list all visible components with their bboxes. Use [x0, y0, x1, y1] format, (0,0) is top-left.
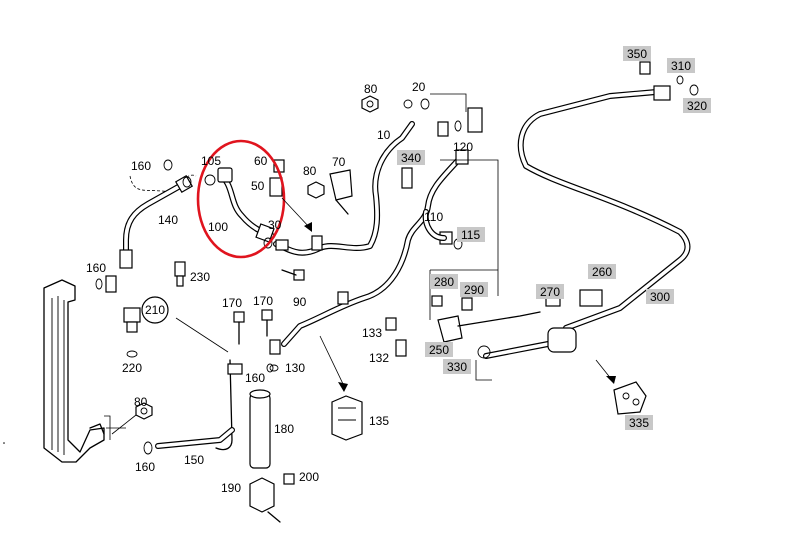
label-170-right: 170 [253, 294, 273, 308]
tag-115: 115 [461, 228, 480, 242]
label-160-top: 160 [131, 159, 151, 173]
label-160-left: 160 [86, 261, 106, 275]
label-120: 120 [453, 140, 473, 154]
part-140-hose [119, 159, 197, 269]
label-190: 190 [221, 481, 241, 495]
label-200: 200 [299, 470, 319, 484]
tag-310: 310 [671, 59, 691, 73]
tag-300: 300 [650, 290, 670, 304]
label-133: 133 [362, 326, 382, 340]
label-80-top: 80 [364, 82, 378, 96]
part-160-washer-lower [143, 441, 153, 455]
label-160-mid: 160 [245, 371, 265, 385]
tag-290: 290 [464, 283, 484, 297]
label-80-mid: 80 [303, 164, 317, 178]
label-50: 50 [251, 179, 265, 193]
tag-340: 340 [401, 151, 421, 165]
label-150: 150 [184, 453, 204, 467]
part-100-hose-highlighted [196, 139, 286, 259]
label-140: 140 [158, 213, 178, 227]
tag-280: 280 [434, 275, 454, 289]
label-210: 210 [145, 303, 165, 317]
tag-335: 335 [629, 416, 649, 430]
tag-330: 330 [447, 360, 467, 374]
label-220: 220 [122, 361, 142, 375]
label-20: 20 [412, 80, 426, 94]
part-80-nut-lower [111, 402, 153, 435]
stray-dot [3, 442, 5, 444]
part-180-receiver-drier [155, 309, 295, 523]
part-tags: 350 310 320 340 115 260 280 290 270 300 … [397, 46, 711, 430]
condenser [43, 279, 105, 463]
label-170-left: 170 [222, 296, 242, 310]
tag-270: 270 [540, 285, 560, 299]
label-10: 10 [377, 128, 391, 142]
label-100: 100 [208, 220, 228, 234]
label-105: 105 [201, 154, 221, 168]
label-160-low: 160 [135, 460, 155, 474]
label-30: 30 [268, 218, 282, 232]
label-132: 132 [369, 351, 389, 365]
part-160-washer-left [95, 275, 117, 293]
part-110-line [269, 149, 499, 357]
label-70: 70 [332, 155, 346, 169]
label-80-low: 80 [134, 395, 148, 409]
part-labels: 10 20 30 50 60 70 80 80 80 90 100 105 11… [86, 80, 473, 495]
tag-320: 320 [687, 99, 707, 113]
part-10-hose-main [273, 121, 415, 281]
part-135-bracket [319, 335, 363, 441]
leader-lines [104, 197, 312, 440]
part-300-line [429, 61, 699, 415]
tag-350: 350 [627, 47, 647, 61]
label-130: 130 [285, 361, 305, 375]
label-230: 230 [190, 270, 210, 284]
tag-260: 260 [592, 265, 612, 279]
tag-250: 250 [429, 343, 449, 357]
label-180: 180 [274, 422, 294, 436]
part-230-sensor [174, 261, 186, 287]
label-135: 135 [369, 414, 389, 428]
highlight-ellipse [196, 139, 286, 259]
label-110: 110 [424, 210, 443, 224]
label-90: 90 [293, 295, 307, 309]
label-60: 60 [254, 154, 268, 168]
part-210-pressure-switch [123, 296, 169, 358]
parts-top-center [361, 93, 483, 137]
